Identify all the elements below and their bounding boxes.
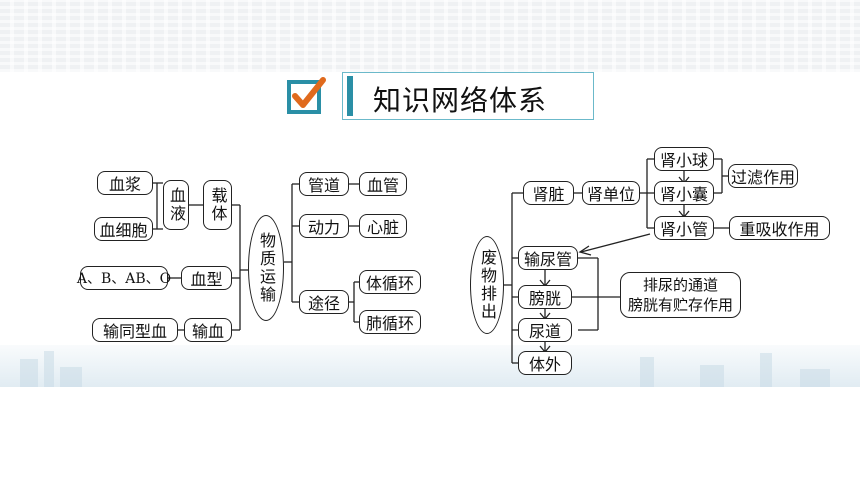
node-heart: 心脏 (359, 214, 407, 238)
node-outside-body: 体外 (518, 351, 572, 375)
node-blood-cells: 血细胞 (94, 217, 153, 241)
skyline-building (640, 357, 654, 387)
node-vessel: 血管 (359, 172, 407, 196)
node-urinary-note: 排尿的通道 膀胱有贮存作用 (620, 272, 741, 318)
node-material-transport: 物质运输 (248, 215, 284, 321)
node-blood: 血液 (163, 180, 189, 230)
node-filtration: 过滤作用 (728, 164, 798, 188)
footer-skyline (0, 345, 860, 387)
note-line-2: 膀胱有贮存作用 (627, 296, 733, 314)
skyline-building (760, 353, 772, 387)
node-blood-type: 血型 (181, 266, 232, 290)
header-texture (0, 0, 860, 72)
node-plasma: 血浆 (97, 171, 153, 195)
node-kidney: 肾脏 (523, 181, 574, 205)
node-transfusion: 输血 (184, 318, 232, 342)
node-urethra: 尿道 (518, 318, 572, 342)
node-waste-excretion: 废物排出 (470, 236, 504, 334)
skyline-building (44, 351, 54, 387)
node-carrier: 载体 (203, 180, 232, 230)
node-renal-tubule: 肾小管 (654, 216, 714, 240)
node-same-type-transfusion: 输同型血 (92, 318, 178, 342)
node-reabsorption: 重吸收作用 (729, 216, 830, 240)
skyline-building (20, 359, 38, 387)
checkbox-icon (287, 77, 326, 114)
section-header: 知识网络体系 (286, 72, 596, 122)
node-ureter: 输尿管 (518, 246, 578, 270)
page-title: 知识网络体系 (373, 84, 548, 117)
node-power: 动力 (299, 214, 349, 238)
node-route: 途径 (299, 290, 349, 314)
node-pipe: 管道 (299, 172, 349, 196)
skyline-building (60, 367, 82, 387)
node-nephron: 肾单位 (582, 181, 640, 205)
skyline-building (800, 369, 830, 387)
node-systemic-circulation: 体循环 (359, 270, 421, 294)
node-glomerulus: 肾小球 (654, 147, 714, 171)
node-bowmans-capsule: 肾小囊 (654, 181, 714, 205)
title-bar: 知识网络体系 (342, 72, 594, 120)
node-pulmonary-circulation: 肺循环 (359, 310, 421, 334)
node-abo-groups: A、B、AB、O (77, 266, 171, 290)
note-line-1: 排尿的通道 (642, 276, 718, 294)
skyline-building (700, 365, 724, 387)
node-bladder: 膀胱 (518, 285, 572, 309)
